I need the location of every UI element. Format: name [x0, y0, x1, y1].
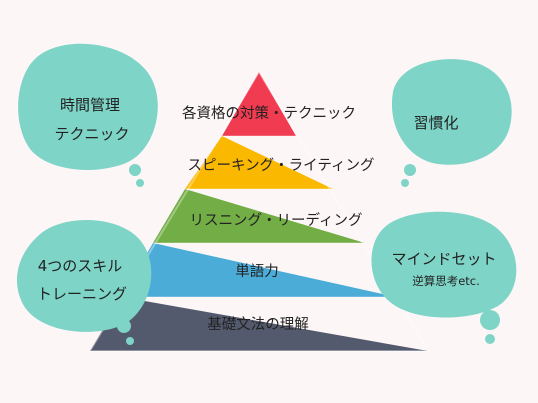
pyramid-label-tactics: 各資格の対策・テクニック	[182, 105, 356, 122]
bubble-tail-dot	[126, 337, 134, 345]
bubble-tail-dot	[404, 164, 416, 176]
pyramid-label-grammar: 基礎文法の理解	[207, 316, 309, 333]
pyramid: 各資格の対策・テクニック スピーキング・ライティング リスニング・リーディング …	[88, 70, 430, 352]
thought-bubble-mindset: マインドセット 逆算思考etc.	[371, 211, 517, 344]
pyramid-label-speaking-writing: スピーキング・ライティング	[188, 157, 375, 174]
pyramid-outline	[88, 70, 430, 352]
pyramid-layer-grammar	[90, 297, 428, 351]
bubble-four-skills-line-1: 4つのスキル	[38, 257, 123, 275]
bubble-mindset-line-1: マインドセット	[391, 250, 496, 268]
bubble-mindset-sub: 逆算思考etc.	[412, 274, 480, 288]
bubble-tail-dot	[485, 334, 495, 344]
pyramid-layer-vocabulary	[122, 243, 396, 297]
thought-bubble-four-skills: 4つのスキル トレーニング	[16, 219, 152, 345]
pyramid-layer-speaking-writing	[185, 136, 333, 189]
thought-bubble-time-management: 時間管理 テクニック	[18, 43, 158, 187]
bubble-tail-dot	[129, 164, 141, 176]
pyramid-label-listening-reading: リスニング・リーディング	[190, 211, 363, 229]
bubble-four-skills-line-2: トレーニング	[37, 285, 127, 303]
bubble-habit-line-1: 習慣化	[413, 114, 458, 132]
bubble-tail-dot	[401, 179, 409, 187]
bubble-tail-dot	[480, 310, 500, 330]
bubble-time-management-line-2: テクニック	[54, 125, 129, 143]
pyramid-label-vocabulary: 単語力	[235, 263, 279, 280]
pyramid-layer-tactics	[222, 72, 296, 136]
bubble-tail-dot	[117, 319, 131, 333]
bubble-time-management-line-1: 時間管理	[60, 96, 120, 114]
pyramid-layer-listening-reading	[153, 189, 365, 243]
thought-bubble-habit: 習慣化	[391, 59, 512, 187]
bubble-tail-dot	[136, 179, 144, 187]
